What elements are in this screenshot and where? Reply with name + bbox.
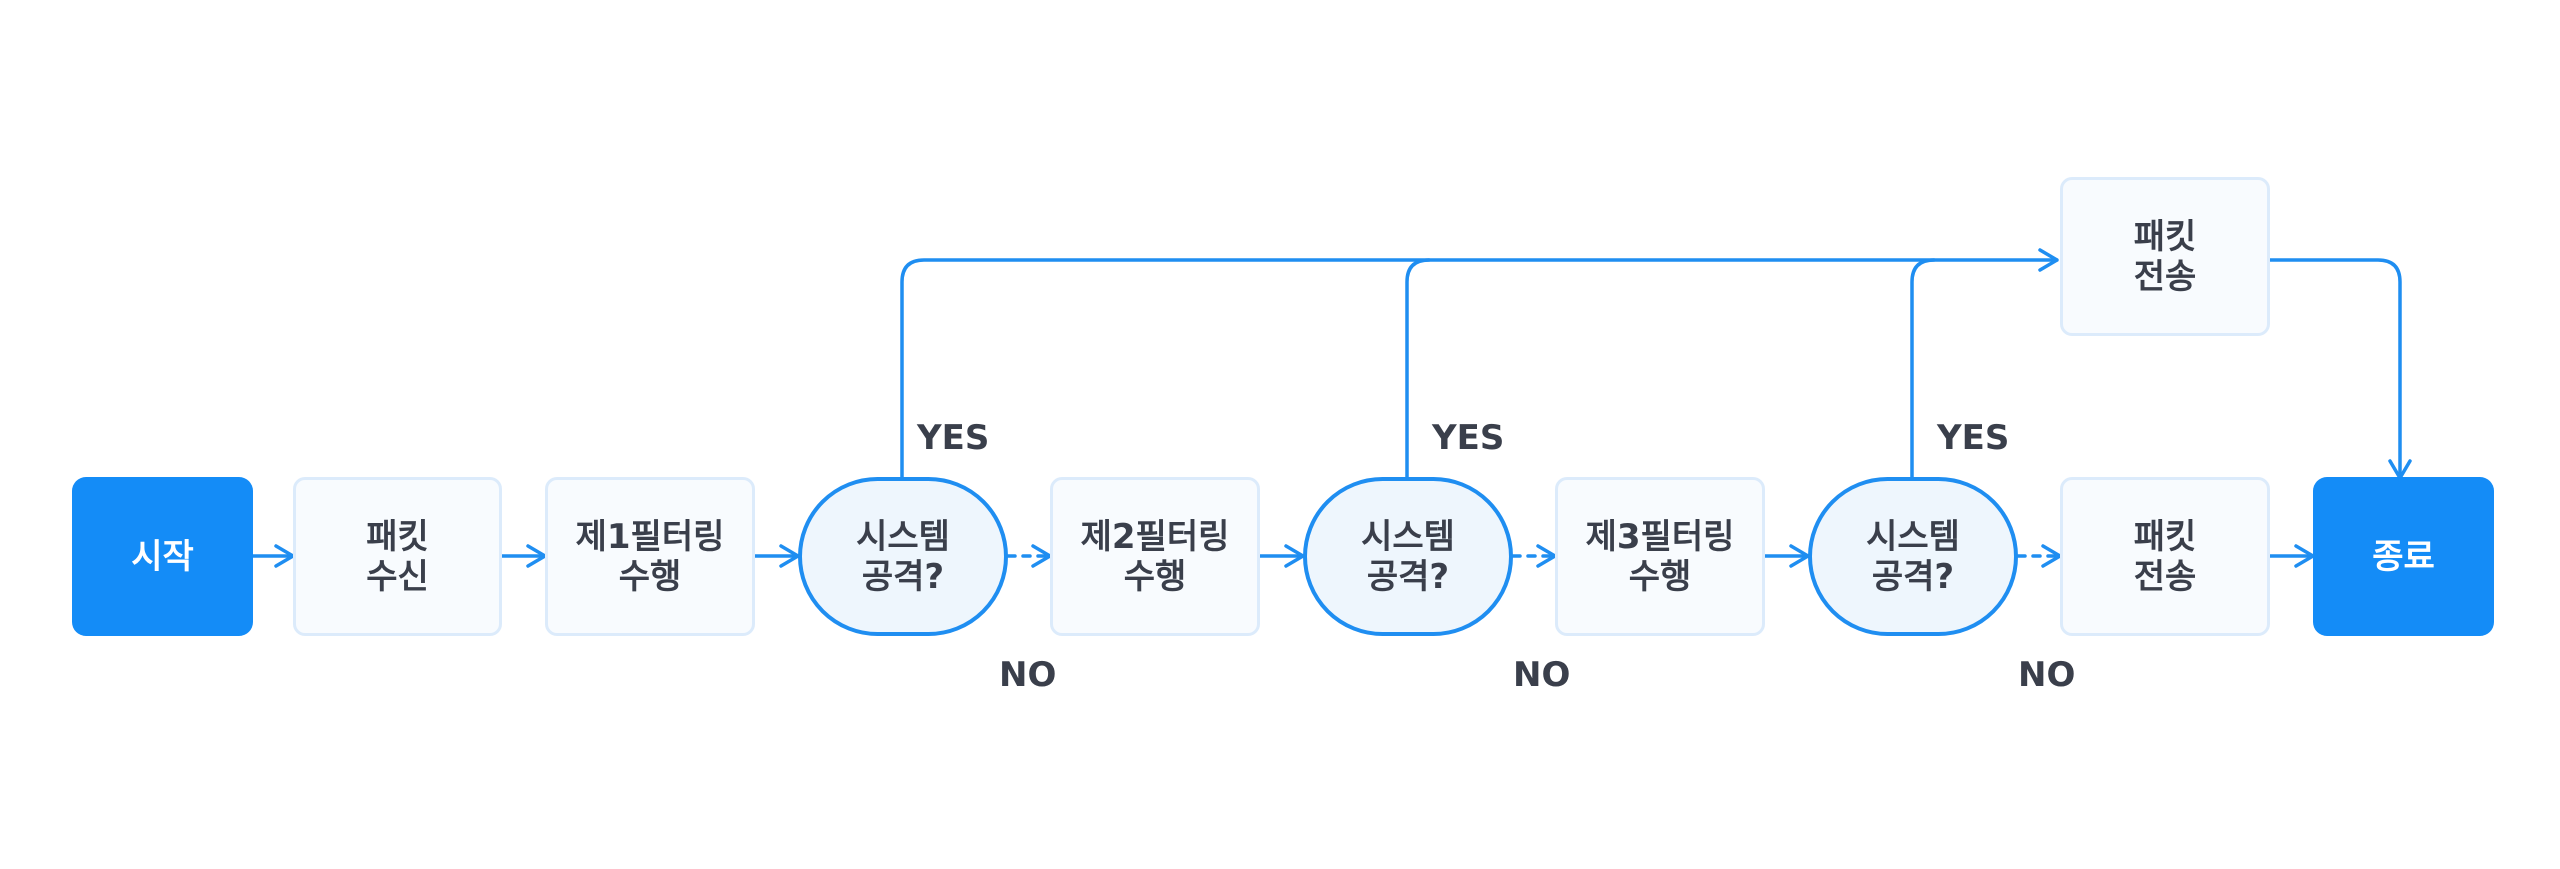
arrow-topsend-end: [2268, 258, 2400, 480]
filter1-node: 제1필터링 수행: [545, 477, 755, 636]
filter1-label: 제1필터링 수행: [575, 516, 725, 597]
filter3-node: 제3필터링 수행: [1555, 477, 1765, 636]
yes-label-3: YES: [1937, 418, 2010, 458]
start-label: 시작: [131, 536, 194, 577]
check1-label: 시스템 공격?: [856, 516, 950, 597]
send-packet-node: 패킷 전송: [2060, 477, 2270, 636]
check1-decision: 시스템 공격?: [798, 477, 1008, 636]
yes-label-1: YES: [917, 418, 990, 458]
end-label: 종료: [2372, 536, 2435, 577]
check2-decision: 시스템 공격?: [1303, 477, 1513, 636]
no-label-2: NO: [1513, 655, 1571, 695]
yes-branch-3: [1910, 258, 1936, 480]
send-packet-label: 패킷 전송: [2133, 516, 2197, 597]
send-packet-top-label: 패킷 전송: [2133, 216, 2197, 297]
check3-label: 시스템 공격?: [1866, 516, 1960, 597]
no-label-3: NO: [2018, 655, 2076, 695]
start-node: 시작: [72, 477, 253, 636]
end-node: 종료: [2313, 477, 2494, 636]
yes-branch-1: [900, 260, 2059, 480]
filter2-label: 제2필터링 수행: [1080, 516, 1230, 597]
yes-branch-2: [1405, 258, 1431, 480]
check3-decision: 시스템 공격?: [1808, 477, 2018, 636]
receive-packet-node: 패킷 수신: [293, 477, 502, 636]
receive-packet-label: 패킷 수신: [366, 516, 429, 597]
check2-label: 시스템 공격?: [1361, 516, 1455, 597]
send-packet-top-node: 패킷 전송: [2060, 177, 2270, 336]
no-label-1: NO: [999, 655, 1057, 695]
filter2-node: 제2필터링 수행: [1050, 477, 1260, 636]
filter3-label: 제3필터링 수행: [1585, 516, 1735, 597]
yes-label-2: YES: [1432, 418, 1505, 458]
